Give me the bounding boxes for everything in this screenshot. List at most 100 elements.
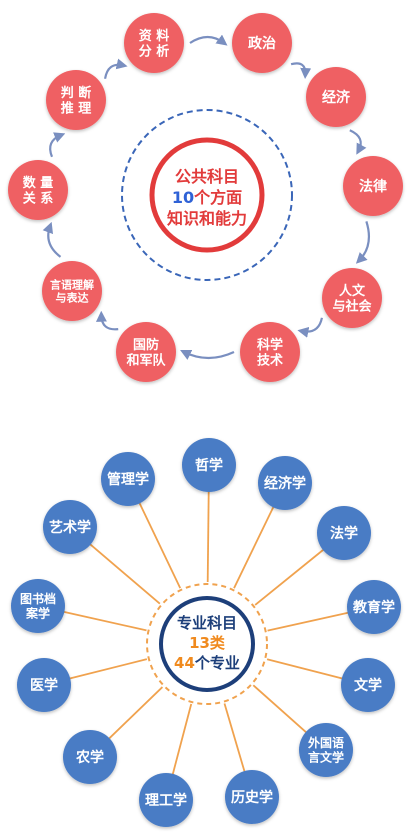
public-node-8-label: 数 量 xyxy=(23,175,54,191)
professional-node-5-label: 文学 xyxy=(354,677,382,694)
public-node-3-label: 法律 xyxy=(359,178,387,195)
professional-node-10-label: 医学 xyxy=(30,677,58,694)
professional-node-12-label: 艺术学 xyxy=(49,519,91,536)
public-cycle-arrow xyxy=(49,132,66,158)
professional-node-11-label: 图书档 xyxy=(20,591,56,606)
public-node-9-circle xyxy=(46,70,106,130)
professional-center-line1: 专业科目 xyxy=(177,614,237,632)
public-center-count: 10 xyxy=(172,188,194,207)
public-node-4-label: 人文 xyxy=(339,283,366,299)
professional-spokes xyxy=(63,490,349,776)
professional-node-5: 文学 xyxy=(341,658,395,712)
professional-node-9: 农学 xyxy=(63,730,117,784)
public-node-5-label: 技术 xyxy=(257,352,283,368)
professional-spoke xyxy=(68,658,148,680)
public-node-5-label: 科学 xyxy=(257,337,283,353)
professional-node-1: 哲学 xyxy=(182,438,236,492)
professional-node-12: 艺术学 xyxy=(43,500,97,554)
professional-node-3-circle xyxy=(317,506,371,560)
professional-node-3: 法学 xyxy=(317,506,371,560)
public-node-9: 判 断推 理 xyxy=(46,70,106,130)
public-node-7-label: 言语理解 xyxy=(50,277,94,291)
public-node-2: 经济 xyxy=(306,67,366,127)
professional-node-7-circle xyxy=(225,770,279,824)
professional-center-circle xyxy=(159,596,255,692)
professional-spoke xyxy=(266,658,344,680)
public-node-2-circle xyxy=(306,67,366,127)
professional-node-3-label: 法学 xyxy=(330,525,358,542)
professional-node-7-label: 历史学 xyxy=(231,789,273,806)
public-node-8-label: 关 系 xyxy=(23,190,54,206)
professional-spoke xyxy=(254,548,325,606)
professional-center-line3-text: 个专业 xyxy=(194,654,240,672)
professional-node-4-circle xyxy=(347,580,401,634)
professional-node-1-circle xyxy=(182,438,236,492)
professional-node-11-label: 案学 xyxy=(25,606,50,621)
public-cycle-arrows xyxy=(42,34,371,360)
public-node-6-circle xyxy=(116,322,176,382)
professional-node-6-label: 言文学 xyxy=(308,750,344,765)
professional-node-6-label: 外国语 xyxy=(308,735,344,750)
public-node-9-label: 推 理 xyxy=(61,100,92,116)
public-node-4-label: 与社会 xyxy=(332,298,372,314)
public-node-3: 法律 xyxy=(343,156,403,216)
professional-node-5-circle xyxy=(341,658,395,712)
professional-subjects-group: 专业科目 13类 44个专业 哲学经济学法学教育学文学外国语言文学历史学理工学农… xyxy=(11,438,401,827)
professional-spoke xyxy=(223,703,246,773)
public-subjects-group: 公共科目 10个方面 知识和能力 政治经济法律人文与社会科学技术国防和军队言语理… xyxy=(8,13,403,382)
professional-node-8-circle xyxy=(139,773,193,827)
professional-node-6-circle xyxy=(299,723,353,777)
public-node-10-label: 分 析 xyxy=(139,43,170,59)
public-node-9-label: 判 断 xyxy=(61,85,92,101)
public-center-line3: 知识和能力 xyxy=(167,209,247,228)
professional-node-2-label: 经济学 xyxy=(264,475,306,492)
public-node-1-circle xyxy=(232,13,292,73)
public-node-3-circle xyxy=(343,156,403,216)
professional-node-8-label: 理工学 xyxy=(145,792,187,809)
professional-node-13-circle xyxy=(101,452,155,506)
professional-node-8: 理工学 xyxy=(139,773,193,827)
public-cycle-arrow xyxy=(355,221,371,264)
professional-spoke xyxy=(138,502,182,589)
public-node-10: 资 料分 析 xyxy=(124,13,184,73)
public-node-6-label: 和军队 xyxy=(126,352,166,368)
professional-spoke xyxy=(233,506,275,589)
professional-node-13: 管理学 xyxy=(101,452,155,506)
public-node-10-label: 资 料 xyxy=(139,28,170,44)
public-node-5-circle xyxy=(240,322,300,382)
professional-node-10-circle xyxy=(17,658,71,712)
professional-center-line2: 13类 xyxy=(189,634,226,652)
public-cycle-arrow xyxy=(297,317,324,338)
professional-spoke xyxy=(171,703,193,776)
public-node-10-circle xyxy=(124,13,184,73)
public-cycle-arrow xyxy=(103,58,128,79)
public-center-line2-text: 个方面 xyxy=(193,188,242,207)
professional-dashed-ring xyxy=(146,583,268,705)
public-node-7-label: 与表达 xyxy=(56,291,89,305)
public-cycle-arrow xyxy=(189,34,228,46)
public-center-line2: 10个方面 xyxy=(172,188,242,207)
professional-node-10: 医学 xyxy=(17,658,71,712)
professional-node-1-label: 哲学 xyxy=(195,457,223,474)
public-node-2-label: 经济 xyxy=(322,89,351,106)
public-cycle-arrow xyxy=(349,129,367,155)
public-cycle-arrow xyxy=(290,62,312,79)
professional-center-count: 44 xyxy=(174,654,195,672)
professional-spoke xyxy=(63,610,147,632)
professional-node-2: 经济学 xyxy=(258,456,312,510)
public-node-7-circle xyxy=(42,261,102,321)
professional-spoke xyxy=(206,490,210,583)
professional-node-9-label: 农学 xyxy=(75,749,104,766)
public-node-8: 数 量关 系 xyxy=(8,160,68,220)
professional-center-line3: 44个专业 xyxy=(174,654,240,672)
professional-spoke xyxy=(267,611,349,632)
public-node-1-label: 政治 xyxy=(248,35,276,52)
public-dashed-ring xyxy=(121,109,293,281)
